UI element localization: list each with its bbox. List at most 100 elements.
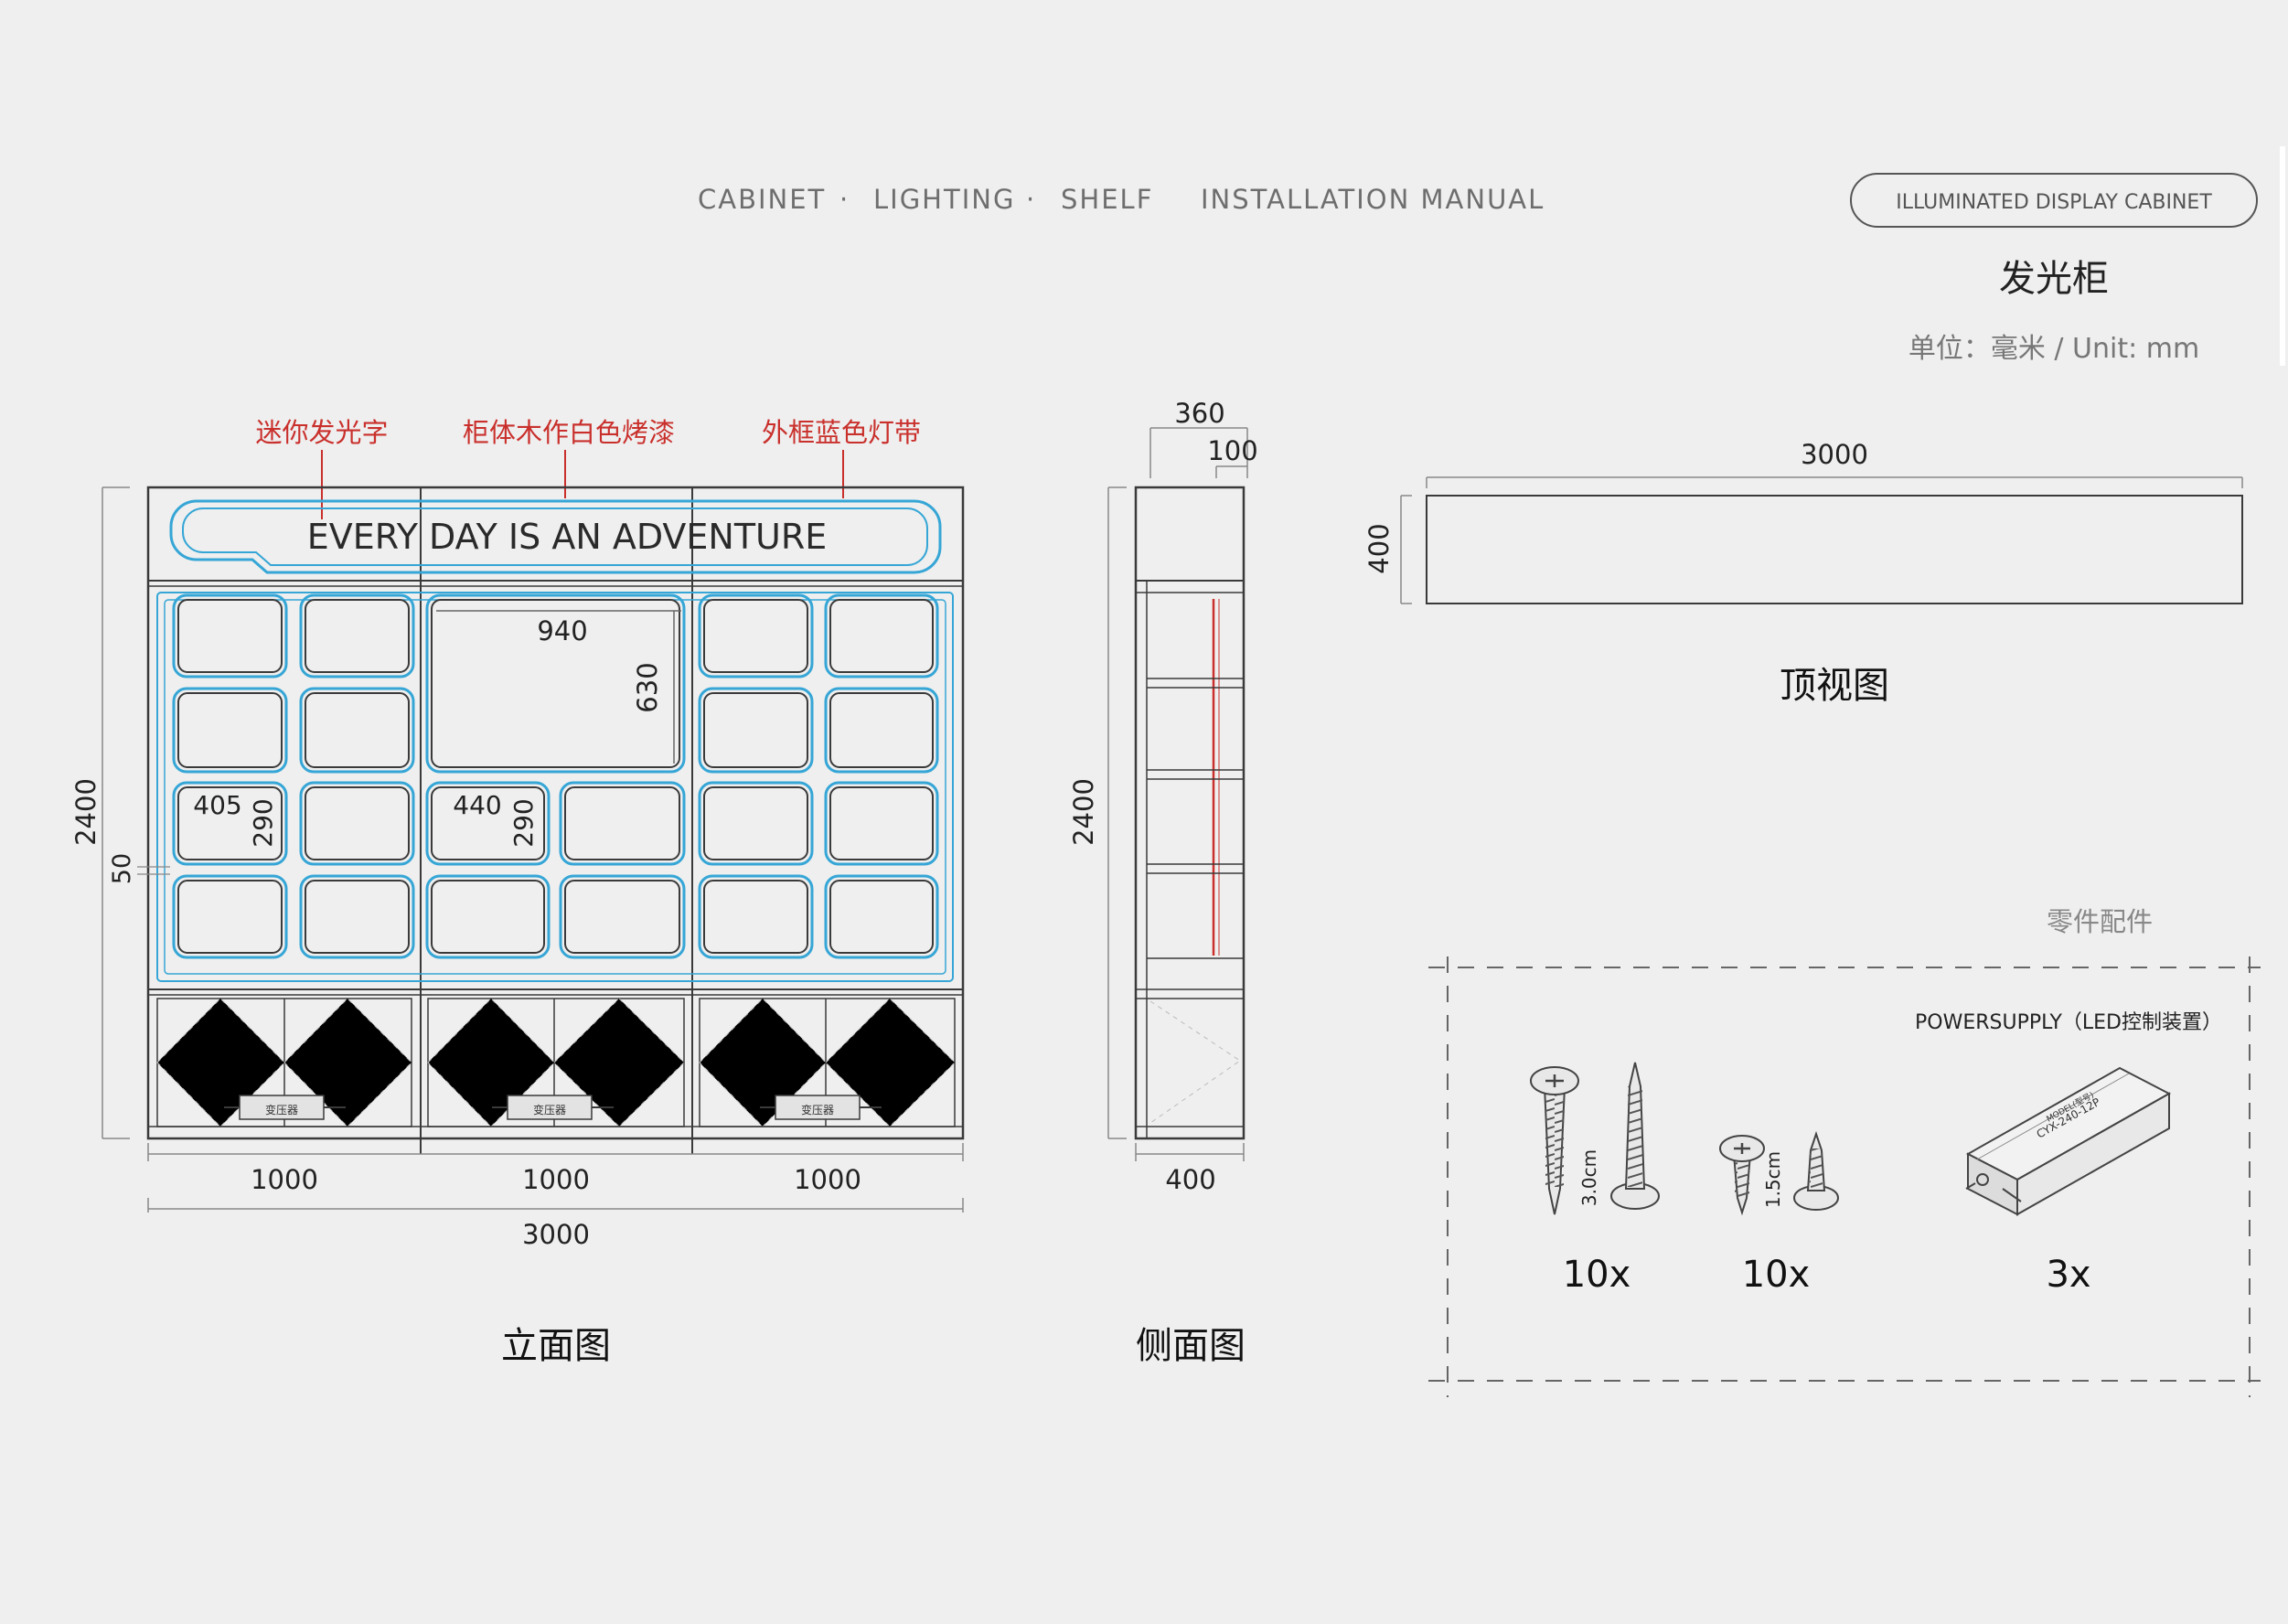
- compartment-8: [829, 692, 934, 768]
- compartment-13: [703, 786, 808, 860]
- compartment-led-9: [172, 781, 288, 866]
- top-dim-3000: 3000: [1801, 439, 1868, 470]
- compartment-7: [703, 692, 808, 768]
- side-view: 360 100 2400 400 侧面图: [1068, 398, 1258, 1367]
- top-dim-400: 400: [1363, 523, 1395, 573]
- compartment-2: [305, 599, 410, 673]
- caption-side: 侧面图: [1136, 1325, 1246, 1367]
- compartment-17: [431, 880, 545, 954]
- compartment-led-11: [425, 781, 551, 866]
- transformer-1: [239, 1095, 325, 1120]
- compartment-5: [177, 692, 283, 768]
- qty-power-supply: 3x: [2046, 1254, 2090, 1296]
- base-cabinet: 变压器 变压器 变压器: [148, 998, 963, 1127]
- compartment-led-14: [824, 781, 939, 866]
- sign-led-inner: [182, 508, 928, 566]
- qty-screw2: 10x: [1742, 1254, 1811, 1296]
- transformer-3: [775, 1095, 861, 1120]
- short-screw-icon: [1719, 1135, 1765, 1216]
- badge-outline: [1850, 173, 2258, 228]
- dim-360: 360: [1174, 398, 1224, 429]
- sign-led-outer: [169, 499, 942, 574]
- compartment-9: [177, 786, 283, 860]
- compartment-12: [564, 786, 680, 860]
- compartment-led-8: [824, 687, 939, 774]
- dim-100: 100: [1207, 435, 1257, 466]
- callout-mini-letters: 迷你发光字: [255, 417, 388, 448]
- dim-bay-1: 1000: [251, 1164, 318, 1195]
- compartment-led-4: [824, 593, 939, 678]
- compartment-14: [829, 786, 934, 860]
- compartment-led-16: [299, 874, 415, 959]
- compartment-led-21: [425, 593, 686, 774]
- side-outline: [1134, 486, 1246, 1140]
- dim-440: 440: [453, 790, 501, 820]
- dim-940: 940: [537, 615, 587, 646]
- power-supply-icon: [1965, 1066, 2172, 1216]
- top-outline: [1426, 495, 2243, 604]
- nav-sep-2: ·: [1026, 184, 1036, 215]
- nav-shelf: SHELF: [1061, 184, 1153, 215]
- dim-2400: 2400: [70, 778, 102, 846]
- compartment-led-10: [299, 781, 415, 866]
- display-cells: [172, 593, 939, 959]
- screw1-length: 3.0cm: [1578, 1149, 1600, 1206]
- side-dim-400: 400: [1165, 1164, 1215, 1195]
- long-screw-icon: [1530, 1066, 1579, 1215]
- transformer-label-3: 变压器: [801, 1103, 834, 1116]
- compartment-led-17: [425, 874, 551, 959]
- compartment-led-18: [559, 874, 686, 959]
- callout-white-paint: 柜体木作白色烤漆: [463, 417, 675, 448]
- compartment-led-20: [824, 874, 939, 959]
- dim-290-a: 290: [248, 798, 278, 847]
- compartment-led-13: [698, 781, 814, 866]
- display-led-frame-outer: [156, 592, 954, 982]
- nav-cabinet: CABINET: [698, 184, 826, 215]
- header: CABINET · LIGHTING · SHELF INSTALLATION …: [698, 184, 1545, 215]
- base-hidden-lines: [156, 998, 956, 1127]
- dim-630: 630: [632, 662, 663, 712]
- caption-top: 顶视图: [1780, 665, 1889, 707]
- short-screw-side-icon: [1793, 1130, 1839, 1211]
- compartment-led-15: [172, 874, 288, 959]
- compartment-1: [177, 599, 283, 673]
- title-cn: 发光柜: [1999, 258, 2109, 300]
- top-view: 3000 400 顶视图: [1363, 439, 2243, 707]
- compartment-led-19: [698, 874, 814, 959]
- callout-blue-led: 外框蓝色灯带: [762, 417, 921, 448]
- dim-290-b: 290: [508, 798, 539, 847]
- dim-405: 405: [193, 790, 241, 820]
- unit-label: 单位：毫米 / Unit: mm: [1908, 333, 2199, 365]
- nav-installation-manual: INSTALLATION MANUAL: [1201, 184, 1545, 215]
- compartment-led-12: [559, 781, 686, 866]
- parts-dashed-box: [1428, 956, 2261, 1397]
- nav-sep-1: ·: [839, 184, 850, 215]
- compartment-18: [564, 880, 680, 954]
- nav-lighting: LIGHTING: [873, 184, 1015, 215]
- compartment-21: [431, 599, 680, 768]
- compartment-15: [177, 880, 283, 954]
- dim-50: 50: [108, 853, 136, 884]
- compartment-led-1: [172, 593, 288, 678]
- compartment-20: [829, 880, 934, 954]
- compartment-led-6: [299, 687, 415, 774]
- front-elevation: 迷你发光字 柜体木作白色烤漆 外框蓝色灯带 EVERY DAY IS AN AD…: [70, 417, 965, 1367]
- side-dim-2400: 2400: [1068, 778, 1099, 846]
- compartment-10: [305, 786, 410, 860]
- compartment-3: [703, 599, 808, 673]
- dim-bay-3: 1000: [794, 1164, 861, 1195]
- power-supply-label: POWERSUPPLY（LED控制装置）: [1915, 1011, 2222, 1034]
- compartment-4: [829, 599, 934, 673]
- cabinet-outline: [146, 486, 965, 1140]
- screw2-length: 1.5cm: [1762, 1151, 1784, 1208]
- compartment-11: [431, 786, 545, 860]
- caption-elevation: 立面图: [501, 1325, 611, 1367]
- long-screw-side-icon: [1610, 1062, 1660, 1210]
- transformer-label-1: 变压器: [265, 1103, 298, 1116]
- compartment-led-3: [698, 593, 814, 678]
- compartment-16: [305, 880, 410, 954]
- dim-total: 3000: [522, 1219, 590, 1250]
- compartment-led-7: [698, 687, 814, 774]
